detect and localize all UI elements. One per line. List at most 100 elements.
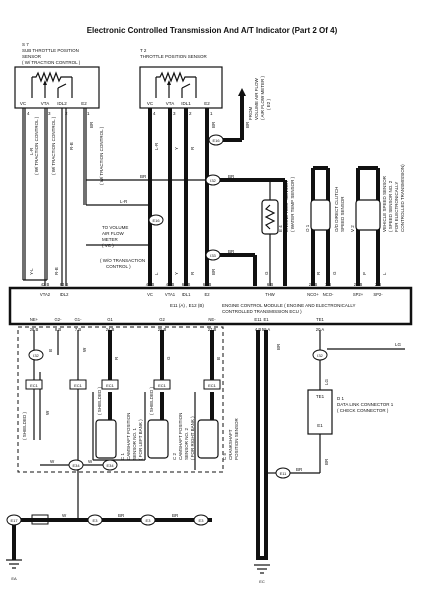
s7-resistor: [32, 71, 72, 83]
engine-temp-id: E 4: [278, 225, 283, 232]
dlc-wire-br: BR: [324, 458, 329, 465]
crank-id: C 5: [222, 453, 227, 461]
vehicle-speed-sensor: V 2 VEHICLE SPEED SENSOR ( SPEED SENSOR …: [350, 164, 405, 286]
t2-wire-y-low: Y: [174, 272, 179, 275]
te1-wire-lg-right: LG: [395, 342, 402, 347]
upper-junctions: E16 I32 E16 I33 L-R BR BR BR BR TO VOLUM…: [86, 75, 287, 286]
s7-pin-idl2: IDL2: [57, 101, 67, 106]
ecu-top-pin-num: 6 B: [267, 282, 273, 287]
od-direct-clutch-speed-sensor: O 1 O/D DIRECT CLUTCH SPEED SENSOR R G: [305, 166, 345, 286]
v2-wire-l: L: [382, 272, 387, 275]
wo-traction-2: CONTROL ): [106, 264, 131, 269]
ecu-top-pin-name: NCO+: [307, 292, 319, 297]
ec1-connector-label: EC1: [74, 383, 83, 388]
engine-temp-name2: ( WATER TEMP SENSOR ): [290, 176, 295, 232]
chain-br-2: BR: [172, 513, 179, 518]
cam1-housing: [95, 419, 117, 459]
s7-wire-rb-low: R-B: [54, 267, 59, 275]
e11-wire-br: BR: [296, 467, 303, 472]
ecu-bottom-pin-num: 8 B: [55, 327, 61, 332]
from-vaf-3: ( AIR FLOW METER ): [260, 75, 265, 120]
ecu-top-pin-num: 42 B: [41, 282, 50, 287]
junction-i33-label: I33: [210, 253, 216, 258]
e34-wire-w2: W: [88, 459, 93, 464]
s7-pin-vc: VC: [20, 101, 27, 106]
s7-pin-num-4: 4: [27, 111, 30, 116]
ecu-top-pin-name: SP2+: [353, 292, 364, 297]
ecu-top-pin-num: 41 B: [146, 282, 155, 287]
junction-i33: [205, 249, 221, 261]
shielded-note: ( SHIELDED ): [22, 411, 27, 440]
junction-i32-low: I32: [33, 353, 39, 358]
cam2-name2: SENSOR NO. 2: [184, 427, 189, 460]
t2-id: T 2: [140, 48, 147, 53]
ecu-id: E11 (A) , E12 (B): [170, 303, 204, 308]
s7-note-traction-b: ( W/ TRACTION CONTROL ): [34, 116, 39, 175]
junction-i32-te1: I32: [317, 353, 323, 358]
s7-id: S 7: [22, 42, 29, 47]
ecu-bottom-pin-name: G1: [107, 317, 113, 322]
s7-pin-num-3: 3: [48, 111, 51, 116]
t2-wire-br-low: BR: [211, 268, 216, 275]
from-vaf-1: FROM: [248, 107, 253, 120]
s7-wiring: L-R ( W/ TRACTION CONTROL ) ( W/ TRACTIO…: [22, 108, 104, 286]
t2-pin-num-4: 4: [153, 111, 156, 116]
o1-wire-r: R: [316, 271, 321, 275]
cross-wire-br3: BR: [228, 249, 235, 254]
ecu-top-pin-num: 2 B: [375, 282, 381, 287]
v2-wire-p: P: [362, 272, 367, 275]
t2-pin-num-1: 1: [210, 111, 213, 116]
low-wire-w1: W: [82, 347, 87, 352]
ecu-bottom-pin-name: NE+: [30, 317, 39, 322]
v2-id: V 2: [350, 225, 355, 232]
to-vaf-4: ( VC ): [102, 243, 114, 248]
dlc-name1: DATA LINK CONNECTOR 1: [337, 402, 394, 407]
ecu-top-pin-name: SP2-: [373, 292, 383, 297]
ecu-top-pin-num: 65 B: [203, 282, 212, 287]
junction-e16-top-label: E16: [212, 138, 220, 143]
o1-housing: [310, 199, 331, 231]
ecu-label1: ENGINE CONTROL MODULE ( ENGINE AND ELECT…: [222, 303, 356, 308]
junction-e16-mid-label: E16: [152, 218, 160, 223]
t2-pin-vc: VC: [147, 101, 154, 106]
ecu-top-pin-num: 1 B: [325, 282, 331, 287]
t2-pin-idl1: IDL1: [181, 101, 191, 106]
to-vaf-1: TO VOLUME: [102, 225, 128, 230]
s7-pin-vta: VTA: [41, 101, 49, 106]
ecu-top-pin-name: THW: [265, 292, 275, 297]
t2-wire-br: BR: [211, 121, 216, 128]
chain-w: W: [62, 513, 67, 518]
t2-wiring: L-R Y R BR L Y R BR: [148, 108, 216, 286]
s7-pin-e2: E2: [81, 101, 87, 106]
engine-temp-wire-g: G: [264, 271, 269, 275]
chain-br-1: BR: [118, 513, 125, 518]
ecu-bottom-pin-name: TE1: [316, 317, 324, 322]
ground-left-label: EA: [11, 576, 17, 581]
engine-temp-sensor: E 4 ENGINE TEMP SENSOR ( WATER TEMP SENS…: [261, 176, 295, 286]
junction-e3-c: E3: [199, 518, 205, 523]
cam2-housing: [147, 419, 169, 459]
cam1-name1: CAMSHAFT POSITION: [126, 413, 131, 460]
s7-wire-yl: Y-L: [29, 268, 34, 275]
s7-name1: SUB THROTTLE POSITION: [22, 48, 79, 53]
ground-right-label: EC: [259, 579, 265, 584]
cam1-id: C 1: [120, 453, 125, 461]
t2-pin-e2: E2: [204, 101, 210, 106]
o1-wire-g: G: [332, 271, 337, 275]
s7-pin-num-1: 1: [87, 111, 90, 116]
junction-e3-a: E3: [93, 518, 99, 523]
ec1-connector-label: EC1: [158, 383, 167, 388]
ecu-top-pin-name: VC: [147, 292, 153, 297]
cam2-name3: ( FOR RIGHT BANK ): [190, 416, 195, 460]
junction-e3-b: E3: [146, 518, 152, 523]
t2-wire-r-low: R: [190, 271, 195, 275]
junction-i32-top-label: I32: [210, 178, 216, 183]
junction-e11: E11: [280, 471, 288, 476]
te1-wire-lg: LG: [324, 378, 329, 385]
v2-housing: [355, 199, 381, 231]
ec1-connector-label: EC1: [30, 383, 39, 388]
engine-temp-name1: ENGINE TEMP SENSOR: [284, 180, 289, 232]
t2-pin-vta: VTA: [166, 101, 174, 106]
